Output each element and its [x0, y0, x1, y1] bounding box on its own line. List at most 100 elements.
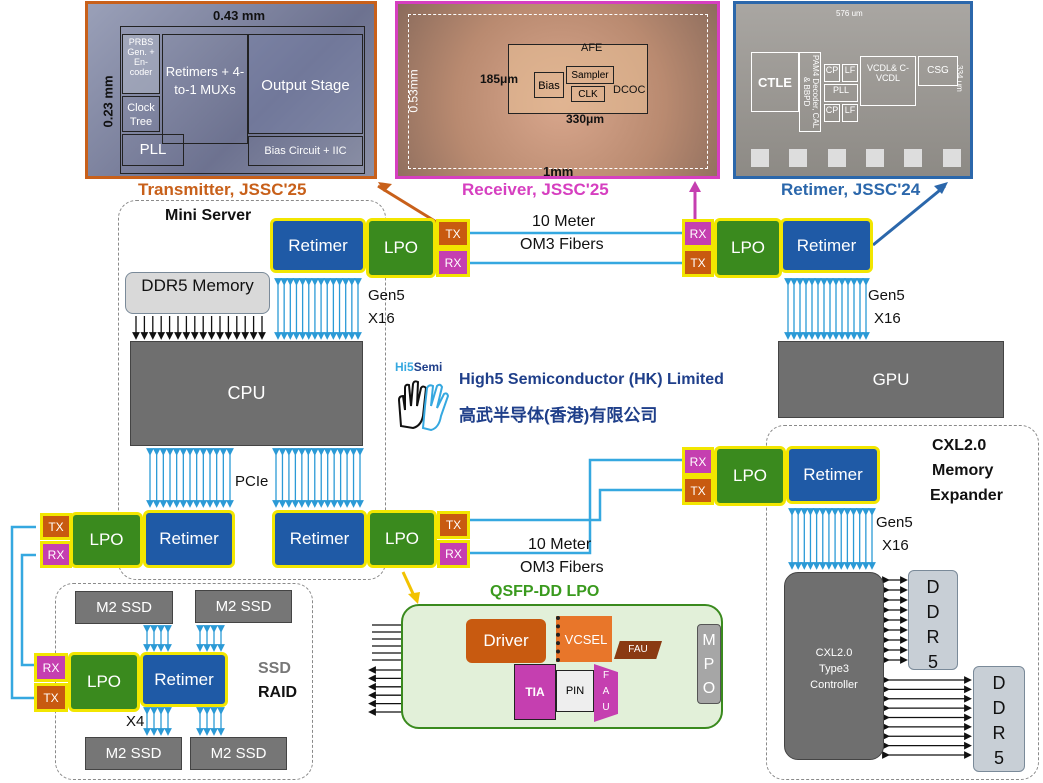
ssd-lpo: LPO — [68, 652, 140, 712]
cxl-outline — [766, 425, 1039, 780]
cxl-gen5: Gen5 — [876, 514, 913, 531]
server-retimer-top: Retimer — [270, 218, 366, 273]
server-left-tx: TX — [40, 513, 72, 540]
tx-prbs-block: PRBS Gen. + En- coder — [122, 34, 160, 94]
cxl-retimer: Retimer — [786, 446, 880, 504]
ddr-letter: R — [992, 723, 1006, 743]
rx-dcoc: DCOC — [613, 84, 646, 96]
ddr-letter: D — [926, 602, 940, 622]
cxl-controller: CXL2.0 Type3 Controller — [784, 572, 884, 760]
ssd-rx: RX — [34, 653, 68, 682]
rt-width-dim: 576 um — [836, 9, 863, 18]
rx-height-dim: 0.53mm — [406, 69, 421, 113]
tx-photo-pointer — [377, 184, 439, 225]
ssd-retimer: Retimer — [140, 652, 228, 707]
fau-letter: U — [602, 702, 610, 713]
transmitter-caption: Transmitter, JSSC'25 — [138, 180, 307, 199]
receiver-caption: Receiver, JSSC'25 — [462, 180, 609, 199]
rt-pam4: PAM4 Decoder, CAL & BBPD — [799, 52, 821, 132]
qsfp-vcsel: VCSEL — [556, 616, 612, 662]
mpo-letter: M — [702, 632, 716, 649]
mini-server-title: Mini Server — [165, 207, 252, 224]
qsfp-driver: Driver — [466, 619, 546, 663]
cxl-controller-line3: Controller — [810, 679, 858, 691]
cxl-title-2: Memory — [932, 462, 994, 479]
company-name-en: High5 Semiconductor (HK) Limited — [459, 371, 724, 388]
high-five-hands-icon — [397, 380, 450, 432]
retimer-photo-pointer — [872, 184, 946, 247]
tx-output-stage: Output Stage — [248, 34, 363, 134]
rx-afe: AFE — [581, 42, 603, 54]
tx-bias-circuit: Bias Circuit + IIC — [248, 136, 363, 166]
qsfp-fau-top: FAU — [614, 641, 662, 659]
gpu-tx: TX — [682, 248, 714, 277]
ddr-letter: 5 — [927, 652, 938, 672]
ddr-letter: D — [992, 673, 1006, 693]
cxl-controller-line1: CXL2.0 — [815, 647, 853, 659]
rt-cp1: CP — [824, 64, 840, 82]
tx-width-dim: 0.43 mm — [213, 8, 266, 23]
server-left-rx: RX — [40, 541, 72, 568]
tx-clock-tree: Clock Tree — [122, 96, 160, 132]
cxl-ddr5-top: D D R 5 — [908, 570, 958, 672]
server-lpo-right: LPO — [367, 510, 437, 568]
server-right-rx: RX — [437, 540, 470, 568]
rt-cp2: CP — [824, 104, 840, 122]
m2-ssd-bottom-left: M2 SSD — [85, 737, 182, 770]
fau-letter: F — [602, 670, 610, 681]
retimer-die-photo: CTLE PAM4 Decoder, CAL & BBPD CP LF PLL … — [733, 1, 973, 179]
fau-letter: A — [602, 686, 610, 697]
ssd-tx: TX — [34, 683, 68, 712]
server-right-tx: TX — [437, 511, 470, 539]
rx-bias: Bias — [534, 72, 564, 98]
cxl-ddr-arrows — [882, 576, 972, 759]
rx-185um: 185μm — [480, 72, 519, 86]
gpu-lpo: LPO — [714, 218, 782, 278]
gpu-rx: RX — [682, 219, 714, 248]
rt-csg: CSG — [918, 56, 958, 86]
ssd-title-1: SSD — [258, 660, 291, 677]
server-lpo-left: LPO — [70, 512, 143, 568]
cxl-title-3: Expander — [930, 487, 1003, 504]
hi5-logo: Hi5Semi — [393, 360, 453, 432]
mini-server-outline — [118, 200, 386, 580]
cxl-lpo: LPO — [714, 446, 786, 506]
rx-width-dim: 1mm — [543, 164, 574, 179]
rx-sampler: Sampler — [566, 66, 614, 84]
ddr5-memory: DDR5 Memory — [125, 272, 270, 314]
tx-retimers-block: Retimers + 4-to-1 MUXs — [162, 34, 248, 144]
cxl-x16: X16 — [882, 537, 909, 554]
tx-pll: PLL — [122, 134, 184, 166]
mpo-letter: P — [703, 656, 715, 673]
fiber-links — [10, 231, 682, 700]
ssd-x4: X4 — [126, 713, 145, 730]
server-gen5: Gen5 — [368, 287, 405, 304]
tx-height-dim: 0.23 mm — [100, 75, 116, 128]
ddr-letter: D — [926, 577, 940, 597]
qsfp-title: QSFP-DD LPO — [490, 583, 600, 600]
rt-vcdl: VCDL& C-VCDL — [860, 56, 916, 106]
cxl-controller-line2: Type3 — [819, 663, 849, 675]
server-top-rx: RX — [436, 248, 470, 277]
m2-ssd-top-right: M2 SSD — [195, 590, 292, 623]
ddr-letter: R — [926, 627, 940, 647]
rx-330um: 330μm — [566, 112, 605, 126]
retimer-caption: Retimer, JSSC'24 — [781, 180, 921, 199]
server-top-tx: TX — [436, 219, 470, 248]
fiber-bottom-line2: OM3 Fibers — [520, 559, 604, 576]
cxl-tx: TX — [682, 476, 714, 505]
company-name-zh: 高武半导体(香港)有限公司 — [459, 406, 658, 425]
receiver-die-photo: AFE Sampler Bias CLK DCOC 185μm 330μm 0.… — [395, 1, 720, 179]
ddr-letter: 5 — [993, 748, 1004, 768]
m2-ssd-top-left: M2 SSD — [75, 591, 173, 624]
fiber-bottom-line1: 10 Meter — [528, 536, 592, 553]
fiber-top-line2: OM3 Fibers — [520, 236, 604, 253]
gpu-retimer: Retimer — [780, 218, 873, 273]
server-x16: X16 — [368, 310, 395, 327]
rt-pads — [741, 149, 970, 171]
rt-ctle: CTLE — [751, 52, 799, 112]
server-lpo-top: LPO — [366, 218, 436, 278]
ddr-letter: D — [992, 698, 1006, 718]
gpu-x16: X16 — [874, 310, 901, 327]
